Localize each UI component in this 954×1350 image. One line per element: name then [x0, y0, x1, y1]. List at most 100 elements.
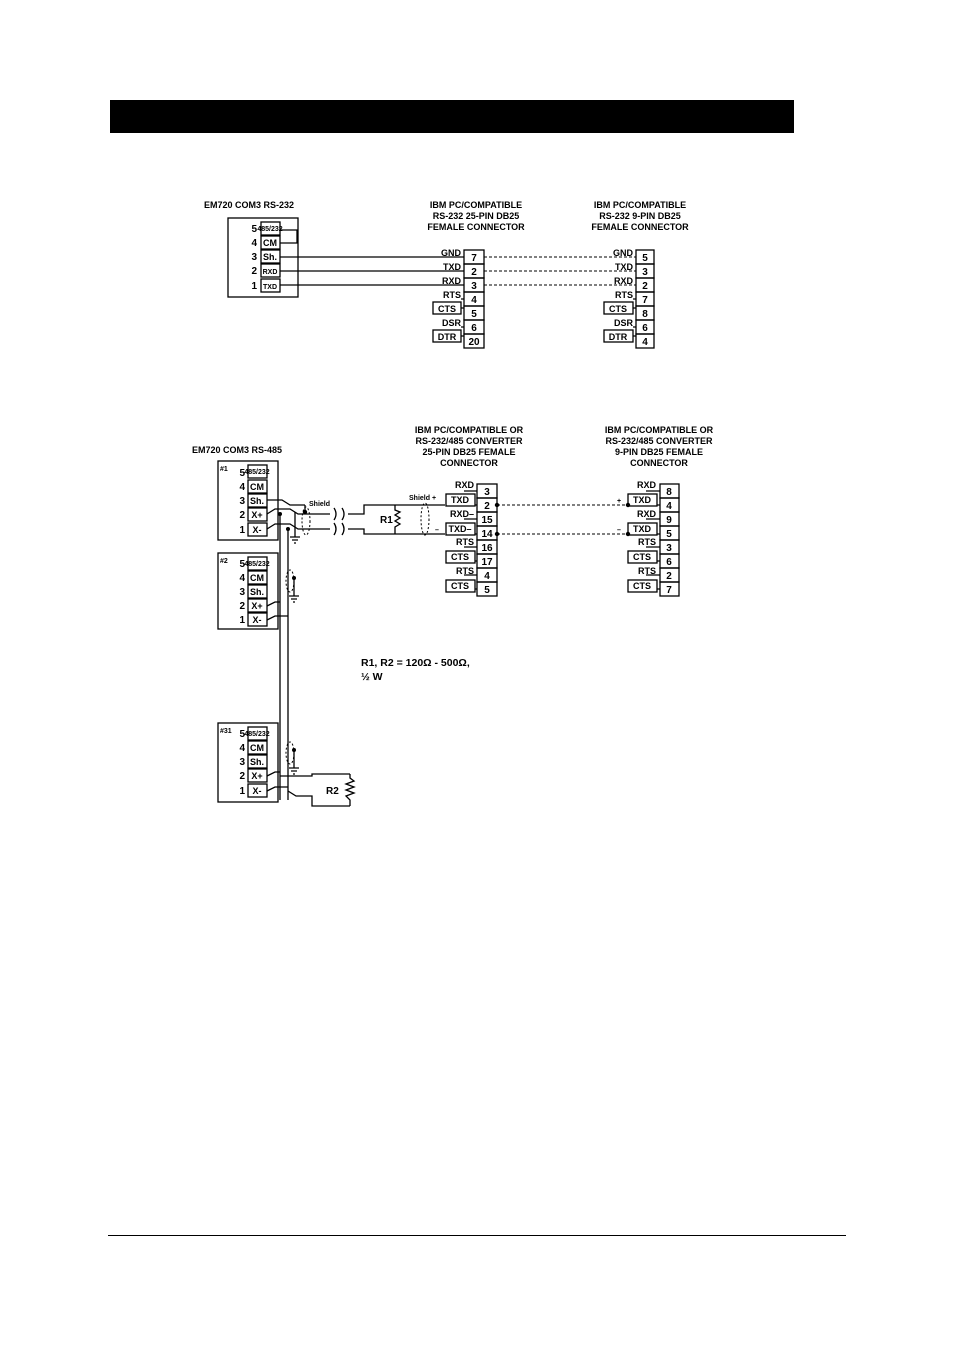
db9-title-line-3: FEMALE CONNECTOR [591, 222, 689, 232]
svg-text:3: 3 [666, 543, 672, 554]
conv25-row-labels: RXD 3 TXD 2 RXD– 15 TXD– 14 RTS 16 CTS 1… [448, 480, 493, 596]
svg-text:X-: X- [253, 615, 262, 625]
svg-text:17: 17 [481, 557, 493, 568]
svg-text:CM: CM [250, 743, 264, 753]
svg-text:RXD: RXD [455, 480, 475, 490]
device-1-labels: #1 5 485/232 4 CM 3 Sh. 2 X+ 1 X- [220, 466, 270, 536]
device-2-id: #2 [220, 558, 228, 565]
svg-text:TXD–: TXD– [448, 524, 471, 534]
svg-text:DTR: DTR [609, 332, 628, 342]
resistor-note-line-2: ½ W [361, 671, 383, 683]
conv9-title-line-2: RS-232/485 CONVERTER [605, 436, 713, 446]
svg-text:2: 2 [666, 571, 672, 582]
svg-text:2: 2 [239, 771, 245, 782]
svg-text:3: 3 [239, 496, 245, 507]
svg-text:3: 3 [239, 757, 245, 768]
svg-text:RXD–: RXD– [450, 509, 474, 519]
svg-text:15: 15 [481, 515, 493, 526]
svg-text:DSR: DSR [614, 318, 634, 328]
minus-sign-left: – [435, 527, 439, 534]
ground-symbols [289, 512, 300, 775]
svg-text:CTS: CTS [633, 552, 651, 562]
svg-text:X-: X- [253, 525, 262, 535]
svg-text:TXD: TXD [633, 495, 652, 505]
svg-text:485/232: 485/232 [244, 469, 269, 476]
db9-row-labels: GND 5 TXD 3 RXD 2 RTS 7 CTS 8 DSR 6 DTR … [609, 248, 648, 348]
svg-text:CTS: CTS [451, 581, 469, 591]
svg-text:1: 1 [239, 525, 245, 536]
svg-text:TXD: TXD [451, 495, 470, 505]
db25-pin-column [463, 249, 485, 349]
svg-text:3: 3 [471, 281, 477, 292]
svg-text:Sh.: Sh. [250, 757, 264, 767]
db9-title-line-2: RS-232 9-PIN DB25 [599, 211, 681, 221]
svg-text:CTS: CTS [438, 304, 456, 314]
svg-text:16: 16 [481, 543, 493, 554]
device-1-id: #1 [220, 466, 228, 473]
device-31-id: #31 [220, 728, 232, 735]
svg-text:1: 1 [251, 281, 257, 292]
em720-device-31-box [217, 722, 279, 803]
svg-text:RTS: RTS [638, 566, 656, 576]
svg-text:5: 5 [239, 559, 245, 570]
conv25-title-line-3: 25-PIN DB25 FEMALE [422, 447, 515, 457]
svg-text:2: 2 [484, 501, 490, 512]
em720-rs232-title: EM720 COM3 RS-232 [204, 200, 294, 210]
svg-text:2: 2 [239, 601, 245, 612]
svg-text:X+: X+ [251, 510, 262, 520]
device-2-labels: #2 5 485/232 4 CM 3 Sh. 2 X+ 1 X- [220, 558, 270, 626]
svg-text:5: 5 [471, 309, 477, 320]
svg-text:X+: X+ [251, 771, 262, 781]
svg-text:4: 4 [666, 501, 672, 512]
svg-text:Sh.: Sh. [250, 587, 264, 597]
svg-text:RTS: RTS [615, 290, 633, 300]
svg-text:RTS: RTS [456, 537, 474, 547]
rs485-bus-wires [266, 499, 445, 807]
svg-text:DTR: DTR [438, 332, 457, 342]
svg-text:2: 2 [251, 266, 257, 277]
svg-text:RXD: RXD [637, 509, 657, 519]
section-header-bar [110, 100, 794, 133]
em720-rs485-title: EM720 COM3 RS-485 [192, 445, 282, 455]
svg-text:4: 4 [642, 337, 648, 348]
db9-title-line-1: IBM PC/COMPATIBLE [594, 200, 686, 210]
svg-text:1: 1 [239, 786, 245, 797]
svg-text:4: 4 [239, 573, 245, 584]
svg-text:6: 6 [642, 323, 648, 334]
svg-text:TXD: TXD [615, 262, 634, 272]
db25-row-labels: GND 7 TXD 2 RXD 3 RTS 4 CTS 5 DSR 6 DTR … [438, 248, 480, 348]
svg-text:RXD: RXD [442, 276, 462, 286]
svg-text:CTS: CTS [451, 552, 469, 562]
svg-text:14: 14 [481, 529, 493, 540]
svg-text:7: 7 [666, 585, 672, 596]
svg-text:2: 2 [471, 267, 477, 278]
svg-text:485/232: 485/232 [244, 731, 269, 738]
svg-text:Sh.: Sh. [250, 496, 264, 506]
svg-text:Sh.: Sh. [263, 252, 277, 262]
device-31-labels: #31 5 485/232 4 CM 3 Sh. 2 X+ 1 X- [220, 728, 270, 797]
svg-text:GND: GND [441, 248, 462, 258]
svg-text:485/232: 485/232 [257, 226, 282, 233]
conv25-title-line-1: IBM PC/COMPATIBLE OR [415, 425, 524, 435]
svg-text:4: 4 [251, 238, 257, 249]
svg-text:RTS: RTS [638, 537, 656, 547]
svg-text:5: 5 [239, 729, 245, 740]
svg-text:4: 4 [239, 482, 245, 493]
db25-title-line-1: IBM PC/COMPATIBLE [430, 200, 522, 210]
svg-text:6: 6 [666, 557, 672, 568]
svg-text:5: 5 [666, 529, 672, 540]
svg-text:5: 5 [484, 585, 490, 596]
cm-jumper-wire [280, 229, 298, 244]
footer-rule [108, 1235, 846, 1236]
resistor-note-line-1: R1, R2 = 120Ω - 500Ω, [361, 657, 470, 669]
svg-text:GND: GND [613, 248, 634, 258]
svg-text:2: 2 [642, 281, 648, 292]
svg-text:3: 3 [484, 487, 490, 498]
conv9-title-line-3: 9-PIN DB25 FEMALE [615, 447, 703, 457]
svg-text:5: 5 [642, 253, 648, 264]
svg-text:4: 4 [471, 295, 477, 306]
svg-text:3: 3 [642, 267, 648, 278]
conv9-title-line-4: CONNECTOR [630, 458, 688, 468]
em720-device-2-box [217, 552, 279, 630]
